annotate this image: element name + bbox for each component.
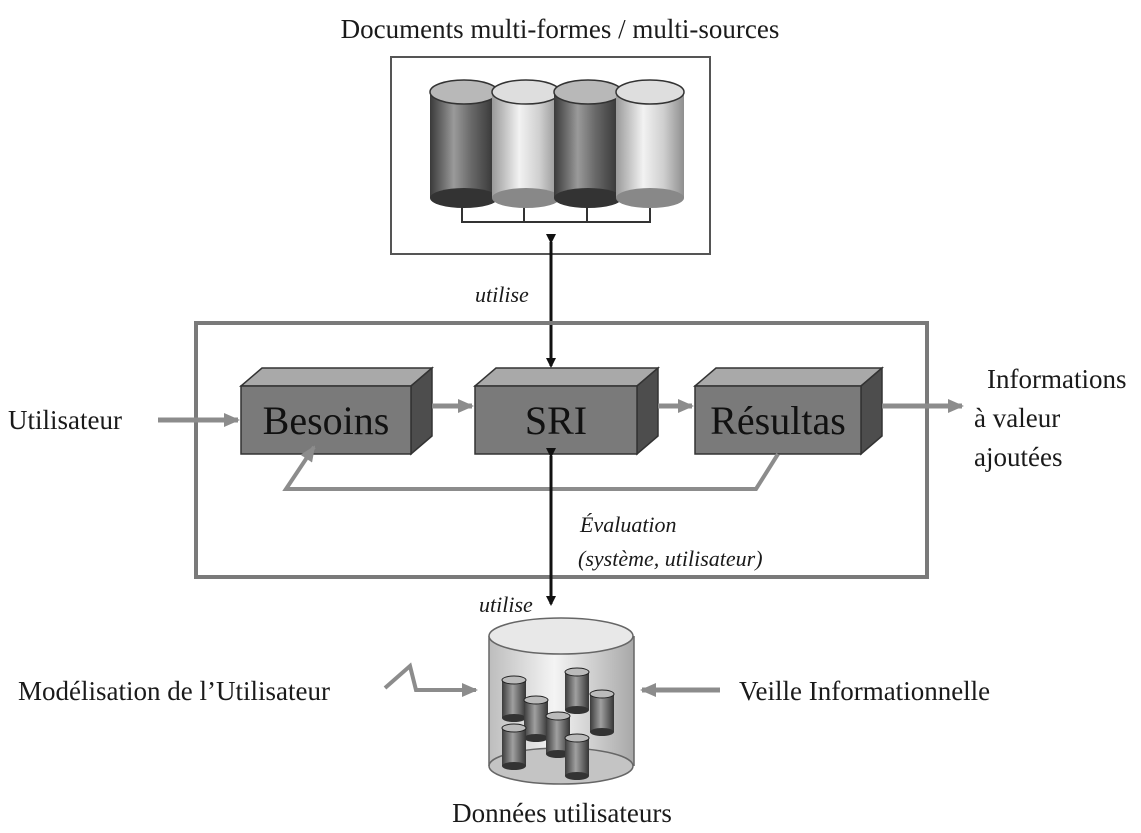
modelisation-label: Modélisation de l’Utilisateur: [18, 676, 330, 706]
resultats-box: Résultas: [692, 366, 885, 456]
besoins-label: Besoins: [263, 398, 390, 443]
resultats-label: Résultas: [710, 398, 846, 443]
output-label-line1: Informations: [987, 364, 1126, 394]
database-cylinder-icon: [429, 79, 499, 208]
mini-database-icon: [501, 675, 527, 722]
utilisateur-label: Utilisateur: [8, 405, 122, 435]
documents-cylinders-group: [429, 79, 685, 223]
besoins-box: Besoins: [238, 366, 435, 456]
evaluation-label-line1: Évaluation: [579, 512, 677, 537]
donnees-label: Données utilisateurs: [452, 798, 672, 828]
evaluation-label-line2: (système, utilisateur): [578, 546, 763, 571]
database-cylinder-icon: [491, 79, 561, 208]
output-label-line3: ajoutées: [974, 442, 1062, 472]
documents-title: Documents multi-formes / multi-sources: [341, 14, 780, 44]
user-data-database-icon: [488, 617, 635, 785]
system-frame: [194, 321, 929, 579]
feedback-loop-arrow: [282, 445, 780, 491]
utilise-top-label: utilise: [475, 282, 529, 307]
database-cylinder-icon: [615, 79, 685, 208]
mini-database-icon: [589, 689, 615, 736]
mini-database-icon: [501, 723, 527, 770]
mini-database-icon: [564, 733, 590, 780]
utilise-bottom-label: utilise: [479, 592, 533, 617]
output-label-line2: à valeur: [974, 403, 1060, 433]
mini-database-icon: [564, 667, 590, 714]
database-cylinder-icon: [553, 79, 623, 208]
mini-database-icon: [523, 695, 549, 742]
sri-label: SRI: [525, 398, 587, 443]
modelisation-zigzag-arrow: [383, 662, 478, 697]
veille-label: Veille Informationnelle: [739, 676, 990, 706]
sri-box: SRI: [472, 366, 661, 456]
